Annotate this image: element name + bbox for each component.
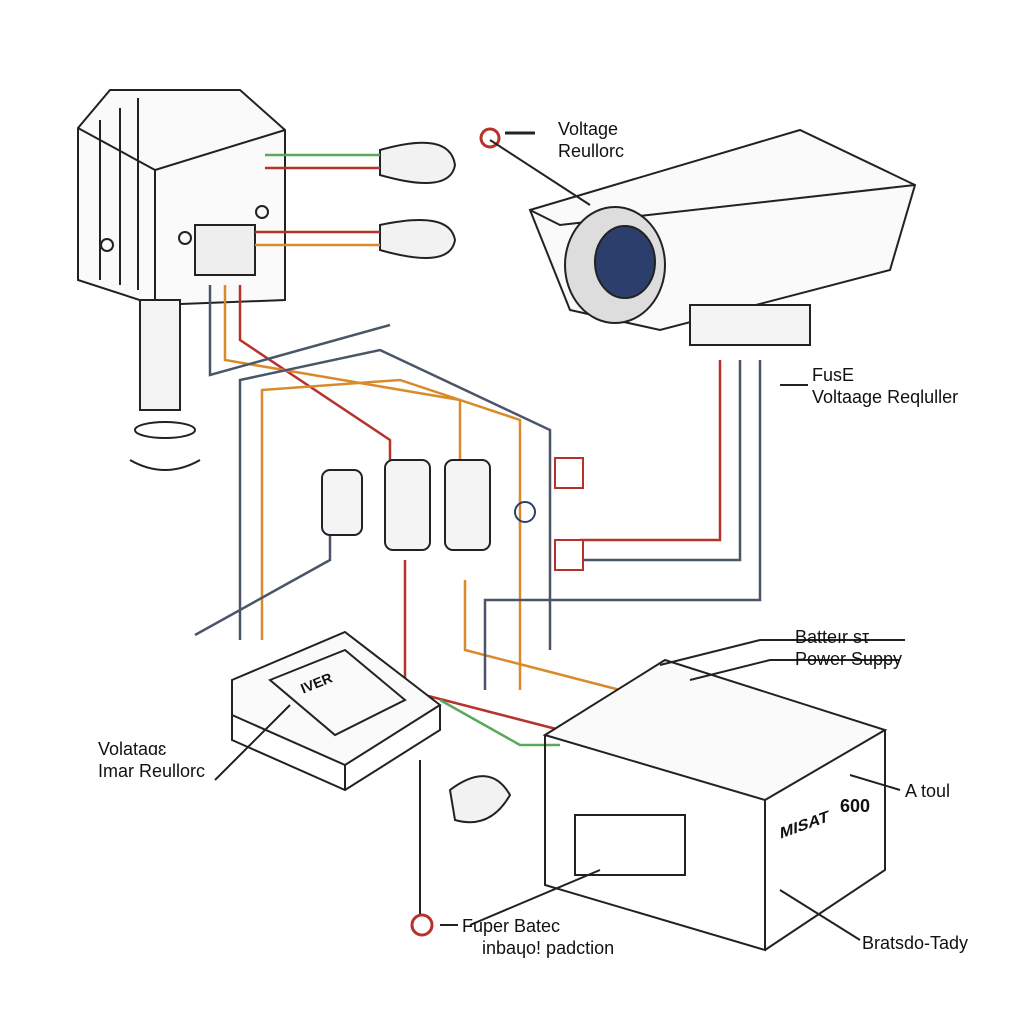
- label-right-side: A toul: [905, 781, 951, 801]
- label-line: inbaɥo! padction: [482, 938, 615, 958]
- power-unit-icon: [77, 89, 286, 471]
- battery-marking: 600: [840, 796, 871, 816]
- label-line: Imar Reullorc: [98, 761, 206, 781]
- battery-box-icon: [469, 639, 905, 952]
- fuse-icon: [410, 913, 434, 937]
- label-line: Voltage: [558, 119, 619, 139]
- label-line: Reullorc: [558, 141, 625, 161]
- label-line: Volataɑɛ: [98, 739, 167, 759]
- wires: [194, 153, 762, 747]
- label-line: FusE: [812, 365, 855, 385]
- label-line: Power Suppy: [795, 649, 903, 669]
- connector-clip-icon: [379, 131, 535, 259]
- label-line: Batteır sτ: [795, 627, 870, 647]
- camera-icon: [489, 128, 917, 346]
- label-line: Fuper Batec: [462, 916, 561, 936]
- fuse-icon: [479, 127, 501, 149]
- label-bottom-right: Bratsdo-Tady: [862, 933, 969, 953]
- label-line: Voltaage Reqluller: [812, 387, 959, 407]
- regulator-module-icon: [214, 630, 512, 915]
- fuse-holder-icon: [321, 457, 584, 571]
